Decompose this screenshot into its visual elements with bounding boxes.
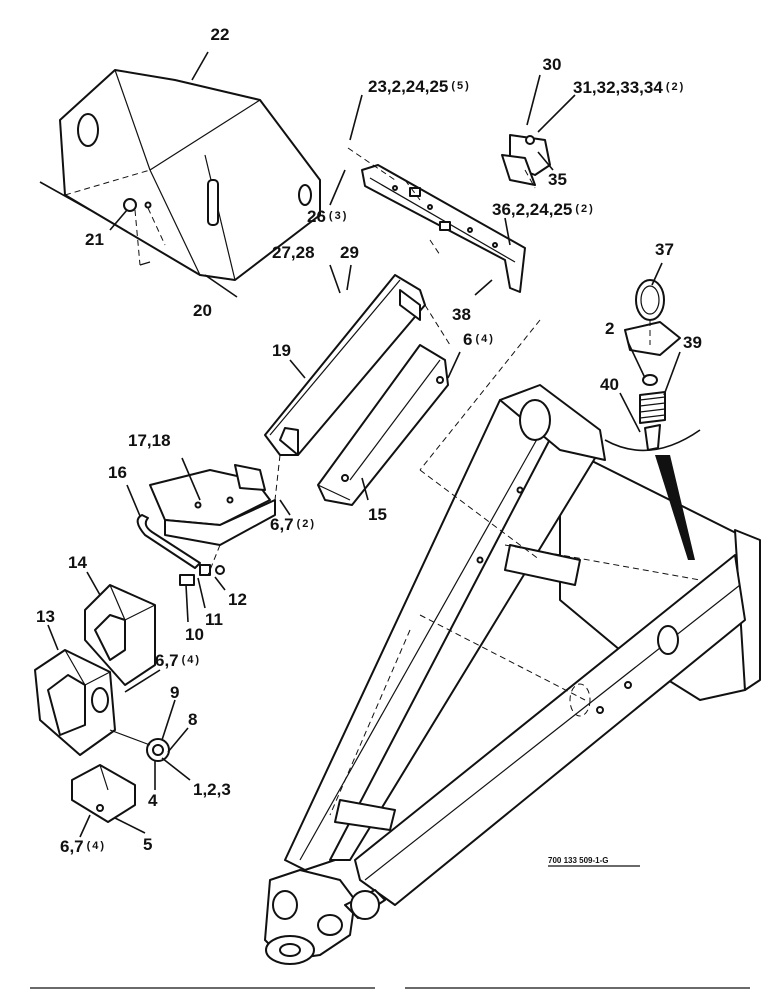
guard-part-5	[71, 764, 136, 823]
callout-6-qty4: 6(4)	[463, 330, 495, 349]
callout-labels: 22 23,2,24,25(5) 30 31,32,33,34(2) 35 26…	[36, 25, 702, 856]
callout-text: 6,7	[155, 651, 179, 670]
callout-9: 9	[170, 683, 179, 702]
latch-bracket-part-30	[501, 134, 551, 189]
callout-text: 40	[600, 375, 619, 394]
callout-26: 26(3)	[307, 207, 348, 226]
figure-reference: 700 133 509-1-G	[548, 856, 609, 865]
callout-14: 14	[68, 553, 87, 572]
callout-text: 30	[543, 55, 562, 74]
callout-qty: (4)	[182, 654, 201, 666]
callout-text: 26	[307, 207, 326, 226]
callout-16: 16	[108, 463, 127, 482]
callout-20: 20	[193, 301, 212, 320]
hitch-tongue-frame	[264, 384, 761, 965]
washer-part-8-9	[109, 729, 170, 762]
callout-4: 4	[148, 791, 158, 810]
callout-text: 11	[205, 610, 223, 629]
callout-10: 10	[185, 625, 204, 644]
callout-text: 36,2,24,25	[492, 200, 572, 219]
callout-36-2-24-25: 36,2,24,25(2)	[492, 200, 595, 219]
callout-text: 14	[68, 553, 87, 572]
callout-39: 39	[683, 333, 702, 352]
callout-qty: (2)	[666, 81, 685, 93]
callout-22: 22	[211, 25, 230, 44]
callout-35: 35	[548, 170, 567, 189]
callout-qty: (5)	[451, 80, 470, 92]
callout-30: 30	[543, 55, 562, 74]
callout-text: 22	[211, 25, 230, 44]
callout-2: 2	[605, 319, 614, 338]
fastener-parts-10-11-12	[179, 544, 225, 586]
callout-text: 21	[85, 230, 104, 249]
callout-qty: (2)	[575, 203, 594, 215]
callout-text: 12	[228, 590, 247, 609]
spring-latch-detail	[604, 279, 701, 560]
callout-qty: (4)	[475, 333, 494, 345]
callout-40: 40	[600, 375, 619, 394]
callout-text: 27,28	[272, 243, 315, 262]
callout-13: 13	[36, 607, 55, 626]
callout-text: 13	[36, 607, 55, 626]
callout-text: 23,2,24,25	[368, 77, 448, 96]
guard-part-14	[84, 584, 156, 686]
rod-part-16	[136, 514, 201, 569]
callout-23-2-24-25: 23,2,24,25(5)	[368, 77, 471, 96]
callout-6-7-qty4-upper: 6,7(4)	[155, 651, 201, 670]
callout-text: 15	[368, 505, 387, 524]
callout-text: 29	[340, 243, 359, 262]
guard-part-13	[34, 649, 116, 756]
callout-text: 8	[188, 710, 197, 729]
callout-12: 12	[228, 590, 247, 609]
mounting-bracket-part-38	[347, 147, 526, 293]
shield-part-22	[39, 69, 321, 298]
bracket-plate-part-17-18	[149, 454, 281, 546]
callout-31-32-33-34: 31,32,33,34(2)	[573, 78, 685, 97]
callout-text: 35	[548, 170, 567, 189]
callout-text: 31,32,33,34	[573, 78, 663, 97]
callout-15: 15	[368, 505, 387, 524]
callout-37: 37	[655, 240, 674, 259]
callout-qty: (4)	[87, 840, 106, 852]
callout-text: 2	[605, 319, 614, 338]
callout-8: 8	[188, 710, 197, 729]
callout-text: 17,18	[128, 431, 171, 450]
callout-qty: (2)	[297, 518, 316, 530]
callout-6-7-qty4-lower: 6,7(4)	[60, 837, 106, 856]
callout-text: 19	[272, 341, 291, 360]
callout-qty: (3)	[329, 210, 348, 222]
callout-19: 19	[272, 341, 291, 360]
callout-21: 21	[85, 230, 104, 249]
callout-text: 20	[193, 301, 212, 320]
callout-38: 38	[452, 305, 471, 324]
callout-text: 5	[143, 835, 152, 854]
callout-text: 9	[170, 683, 179, 702]
callout-leaders	[47, 51, 681, 838]
callout-11: 11	[205, 610, 223, 629]
callout-text: 6	[463, 330, 472, 349]
callout-text: 37	[655, 240, 674, 259]
callout-text: 10	[185, 625, 204, 644]
callout-1-2-3: 1,2,3	[193, 780, 231, 799]
callout-text: 1,2,3	[193, 780, 231, 799]
callout-6-7-qty2: 6,7(2)	[270, 515, 316, 534]
callout-text: 38	[452, 305, 471, 324]
callout-text: 6,7	[270, 515, 294, 534]
callout-29: 29	[340, 243, 359, 262]
callout-27-28: 27,28	[272, 243, 315, 262]
callout-text: 6,7	[60, 837, 84, 856]
callout-5: 5	[143, 835, 152, 854]
callout-text: 4	[148, 791, 158, 810]
callout-text: 16	[108, 463, 127, 482]
channel-shield-part-15	[317, 344, 449, 506]
callout-text: 39	[683, 333, 702, 352]
callout-17-18: 17,18	[128, 431, 171, 450]
